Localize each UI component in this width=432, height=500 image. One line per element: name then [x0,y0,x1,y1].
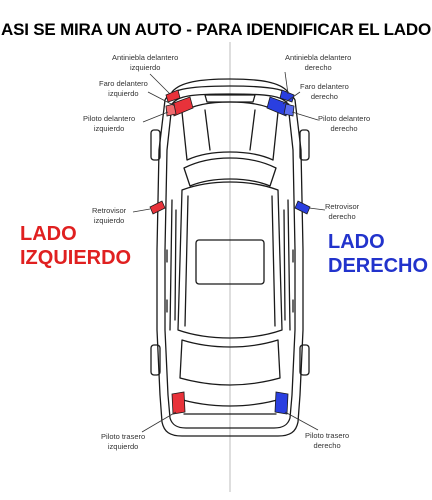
leader-retrovisor-derecho [308,207,326,211]
label-piloto-trasero-derecho: Piloto trasero derecho [305,431,349,450]
label-line: izquierdo [129,62,161,72]
label-line: derecho [313,440,341,450]
label-line: derecho [328,211,356,221]
rear-window [179,339,281,386]
label-line: Retrovisor [92,206,127,215]
rear-bumper [175,397,285,407]
label-line: derecho [304,62,332,72]
leader-piloto-trasero-izquierdo [141,411,177,433]
label-piloto-trasero-izquierdo: Piloto trasero izquierdo [101,432,145,451]
label-faro-izquierdo: Faro delantero izquierdo [99,79,148,98]
label-line: derecho [310,91,338,101]
front-bumper [171,78,289,93]
label-antiniebla-derecho: Antiniebla delantero derecho [285,53,351,72]
label-line: Piloto delantero [318,114,371,123]
label-line: Retrovisor [325,202,360,211]
label-piloto-delantero-izquierdo: Piloto delantero izquierdo [83,114,135,133]
wheel-front-left [150,129,161,161]
label-line: Antiniebla delantero [285,53,352,62]
windshield [183,157,277,187]
label-retrovisor-izquierdo: Retrovisor izquierdo [92,206,126,225]
roof-outline [177,181,283,339]
label-line: izquierdo [107,441,139,451]
left-side-label: LADO IZQUIERDO [20,222,131,270]
label-antiniebla-izquierdo: Antiniebla delantero izquierdo [112,53,178,72]
leader-retrovisor-izquierdo [132,208,151,213]
right-side-line2: DERECHO [328,255,429,277]
label-line: Antiniebla delantero [112,53,179,62]
label-line: Faro delantero [300,82,349,91]
side-line-right [283,199,291,331]
roof-rail-right [271,195,276,327]
fog-light-left-part [165,89,181,103]
hood-center-crease [204,109,256,151]
leader-piloto-trasero-derecho [284,411,319,431]
wheel-front-right [299,129,310,161]
label-line: izquierdo [108,88,139,98]
front-grille [204,94,256,103]
front-indicator-right-part [283,103,295,117]
diagram-title: ASI SE MIRA UN AUTO - PARA IDENDIFICAR E… [1,20,431,39]
wheel-rear-left [150,344,161,376]
left-side-line1: LADO [20,223,77,245]
leader-antiniebla-derecho [284,71,289,95]
car-body-inner-line [164,93,296,429]
side-line-left [169,199,177,331]
label-retrovisor-derecho: Retrovisor derecho [325,202,359,221]
mirror-right-part [294,200,311,215]
right-side-line1: LADO [328,231,385,253]
leader-antiniebla-izquierdo [149,73,171,95]
fog-light-right-part [279,89,295,103]
leader-faro-izquierdo [147,91,176,107]
right-side-label: LADO DERECHO [328,230,428,278]
roof-rail-left [184,195,189,327]
sunroof [195,239,265,285]
tail-light-left-part [171,391,186,415]
leader-piloto-delantero-derecho [291,111,319,121]
label-line: derecho [330,123,358,133]
leader-piloto-delantero-izquierdo [142,111,169,123]
wheel-rear-right [299,344,310,376]
mirror-left-part [149,200,166,215]
label-piloto-delantero-derecho: Piloto delantero derecho [318,114,370,133]
car-body-outline [156,85,304,437]
tail-light-right-part [274,391,289,415]
label-line: izquierdo [93,215,125,225]
leader-faro-derecho [282,91,301,105]
left-side-line2: IZQUIERDO [20,247,132,269]
label-faro-derecho: Faro delantero derecho [300,82,349,101]
label-line: Piloto delantero [83,114,136,123]
label-line: Piloto trasero [101,432,146,441]
label-line: Piloto trasero [305,431,350,440]
label-line: Faro delantero [99,79,148,88]
label-line: izquierdo [93,123,125,133]
